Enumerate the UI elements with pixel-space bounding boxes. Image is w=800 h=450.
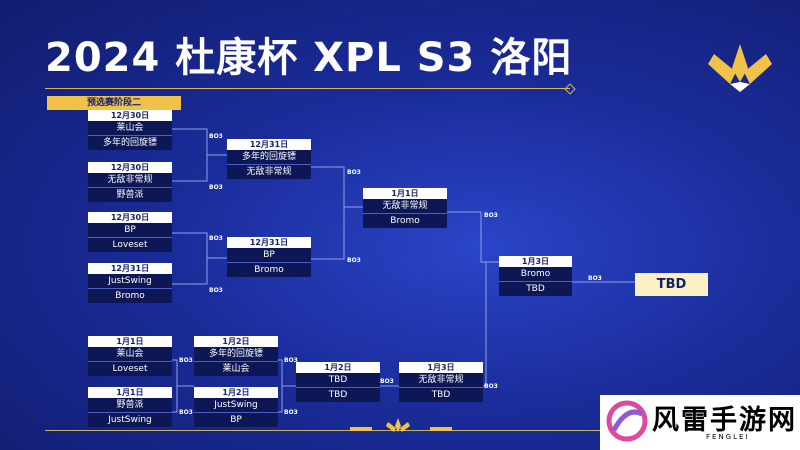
team-slot: 无敌非常规 — [227, 165, 311, 179]
team-slot: 野兽派 — [88, 398, 172, 413]
match-r1m3: 12月30日 BP Loveset — [88, 212, 172, 252]
match-date: 1月2日 — [296, 362, 380, 373]
match-date: 1月2日 — [194, 387, 278, 398]
bo3-label: BO3 — [209, 184, 223, 191]
team-slot: TBD — [399, 388, 483, 402]
team-slot: Bromo — [499, 267, 572, 282]
bo3-label: BO3 — [484, 383, 498, 390]
team-slot: TBD — [296, 388, 380, 402]
bo3-label: BO3 — [179, 357, 193, 364]
team-slot: 多年的回旋镖 — [88, 136, 172, 150]
match-date: 1月3日 — [499, 256, 572, 267]
team-slot: 无敌非常规 — [88, 173, 172, 188]
team-slot: Loveset — [88, 238, 172, 252]
match-r1m2: 12月30日 无敌非常规 野兽派 — [88, 162, 172, 202]
match-date: 1月1日 — [88, 336, 172, 347]
match-l3m1: 1月2日 TBD TBD — [296, 362, 380, 402]
match-date: 1月1日 — [88, 387, 172, 398]
team-slot: Bromo — [88, 289, 172, 303]
bo3-label: BO3 — [284, 357, 298, 364]
team-slot: Bromo — [363, 214, 447, 228]
match-date: 12月30日 — [88, 212, 172, 223]
watermark-sub: FENGLEI — [706, 433, 750, 441]
fenglei-logo-icon — [606, 400, 648, 442]
bo3-label: BO3 — [179, 409, 193, 416]
bottom-accent-bar — [430, 427, 452, 431]
team-slot: 莱山会 — [194, 362, 278, 376]
team-slot: 莱山会 — [88, 121, 172, 136]
match-date: 1月2日 — [194, 336, 278, 347]
stage-badge: 预选赛阶段二 — [47, 96, 181, 110]
team-slot: TBD — [499, 282, 572, 296]
bo3-label: BO3 — [484, 212, 498, 219]
team-slot: JustSwing — [88, 413, 172, 427]
xpl-small-logo-icon — [386, 418, 410, 432]
match-date: 12月31日 — [227, 139, 311, 150]
bo3-label: BO3 — [588, 275, 602, 282]
bo3-label: BO3 — [284, 409, 298, 416]
team-slot: 无敌非常规 — [363, 199, 447, 214]
team-slot: 多年的回旋镖 — [227, 150, 311, 165]
match-date: 12月31日 — [227, 237, 311, 248]
match-date: 12月30日 — [88, 162, 172, 173]
match-l1m1: 1月1日 莱山会 Loveset — [88, 336, 172, 376]
match-date: 1月3日 — [399, 362, 483, 373]
team-slot: BP — [227, 248, 311, 263]
match-r2m1: 12月31日 多年的回旋镖 无敌非常规 — [227, 139, 311, 179]
match-l1m2: 1月1日 野兽派 JustSwing — [88, 387, 172, 427]
match-r1m1: 12月30日 莱山会 多年的回旋镖 — [88, 110, 172, 150]
bottom-divider — [45, 430, 600, 431]
page-title: 2024 杜康杯 XPL S3 洛阳 — [45, 35, 573, 81]
bottom-accent-bar — [350, 427, 372, 431]
match-r1m4: 12月31日 JustSwing Bromo — [88, 263, 172, 303]
team-slot: 多年的回旋镖 — [194, 347, 278, 362]
bo3-label: BO3 — [347, 257, 361, 264]
match-date: 12月30日 — [88, 110, 172, 121]
team-slot: Bromo — [227, 263, 311, 277]
bo3-label: BO3 — [209, 133, 223, 140]
team-slot: JustSwing — [194, 398, 278, 413]
team-slot: 无敌非常规 — [399, 373, 483, 388]
team-slot: TBD — [296, 373, 380, 388]
team-slot: Loveset — [88, 362, 172, 376]
match-r2m2: 12月31日 BP Bromo — [227, 237, 311, 277]
match-final: 1月3日 Bromo TBD — [499, 256, 572, 296]
champion-slot: TBD — [635, 273, 708, 296]
bo3-label: BO3 — [209, 235, 223, 242]
bo3-label: BO3 — [347, 169, 361, 176]
match-l2m1: 1月2日 多年的回旋镖 莱山会 — [194, 336, 278, 376]
watermark-name: 风雷手游网 — [652, 405, 797, 436]
match-date: 1月1日 — [363, 188, 447, 199]
xpl-logo-icon — [708, 44, 772, 92]
match-l2m2: 1月2日 JustSwing BP — [194, 387, 278, 427]
team-slot: BP — [88, 223, 172, 238]
match-r3m1: 1月1日 无敌非常规 Bromo — [363, 188, 447, 228]
bo3-label: BO3 — [209, 287, 223, 294]
team-slot: BP — [194, 413, 278, 427]
bo3-label: BO3 — [380, 378, 394, 385]
team-slot: 莱山会 — [88, 347, 172, 362]
match-date: 12月31日 — [88, 263, 172, 274]
team-slot: JustSwing — [88, 274, 172, 289]
match-l4m1: 1月3日 无敌非常规 TBD — [399, 362, 483, 402]
team-slot: 野兽派 — [88, 188, 172, 202]
title-divider — [45, 88, 570, 89]
